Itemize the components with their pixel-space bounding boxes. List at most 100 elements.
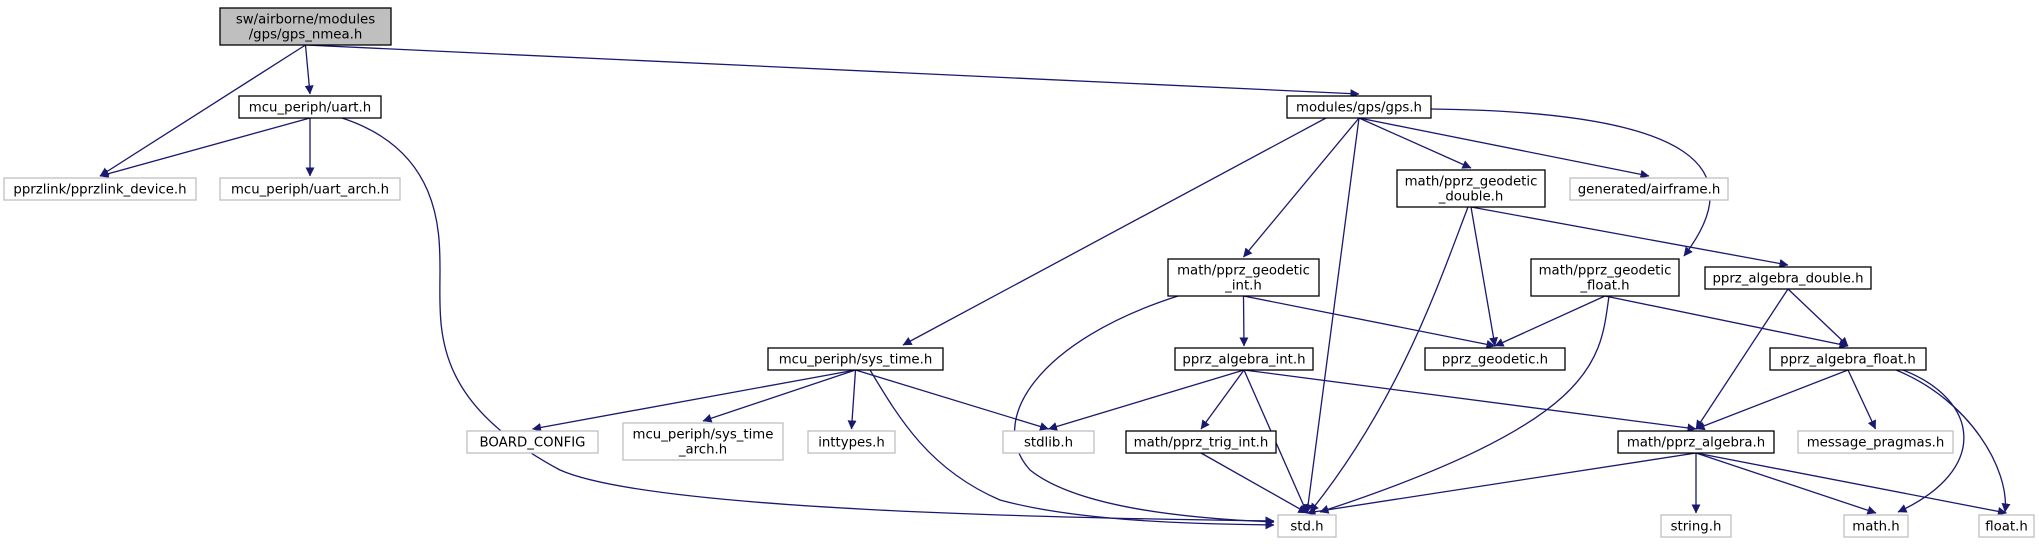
edge-geodetic_double-to-algebra_double bbox=[1470, 206, 1789, 268]
node-box bbox=[3, 177, 197, 201]
edge-line bbox=[1200, 452, 1308, 514]
node-label: modules/gps/gps.h bbox=[1296, 101, 1422, 116]
edge-line bbox=[902, 117, 1327, 346]
node-label: math.h bbox=[1852, 520, 1899, 535]
node-algebra-double[interactable]: pprz_algebra_double.h bbox=[1704, 266, 1872, 290]
edge-algebra_float-to-math bbox=[1897, 369, 1965, 513]
node-box bbox=[1286, 95, 1432, 119]
edge-line bbox=[1306, 452, 1697, 517]
node-box bbox=[466, 430, 599, 454]
node-label: /gps/gps_nmea.h bbox=[249, 28, 363, 43]
edge-sys_time-to-stdlib bbox=[855, 369, 1049, 431]
edge-line bbox=[99, 117, 311, 179]
edge-line bbox=[1013, 295, 1275, 527]
edge-sys_time-to-std bbox=[869, 369, 1275, 530]
edge-geodetic_int-to-algebra_int bbox=[1239, 295, 1249, 347]
edge-line bbox=[1470, 206, 1789, 268]
edge-algebra_int-to-trig_int bbox=[1200, 369, 1245, 430]
node-label: pprz_algebra_double.h bbox=[1712, 272, 1863, 287]
edge-line bbox=[532, 369, 856, 432]
edge-algebra_float-to-pprz_algebra bbox=[1695, 369, 1849, 431]
edge-gps-to-geodetic_float bbox=[1430, 108, 1711, 257]
node-label: mcu_periph/sys_time bbox=[633, 428, 774, 443]
node-label: mcu_periph/sys_time.h bbox=[779, 353, 933, 368]
edge-gps-to-airframe bbox=[1358, 117, 1650, 179]
node-label: _double.h bbox=[1438, 190, 1504, 205]
node-label: math/pprz_trig_int.h bbox=[1134, 436, 1269, 451]
edge-line bbox=[1604, 295, 1849, 349]
node-box bbox=[1424, 347, 1566, 371]
edge-gps-to-std bbox=[1303, 117, 1360, 514]
edge-gps-to-sys_time bbox=[902, 117, 1327, 346]
node-geodetic-int[interactable]: math/pprz_geodetic_int.h bbox=[1167, 258, 1320, 297]
node-box bbox=[1167, 258, 1320, 297]
edge-pprz_algebra-to-std bbox=[1306, 452, 1697, 517]
node-box bbox=[1277, 514, 1337, 538]
node-label: message_pragmas.h bbox=[1807, 436, 1945, 451]
node-box bbox=[622, 422, 784, 461]
node-pprz-algebra[interactable]: math/pprz_algebra.h bbox=[1617, 430, 1775, 454]
node-box bbox=[1125, 430, 1277, 454]
edge-gps_nmea-to-gps bbox=[305, 44, 1360, 99]
node-trig-int[interactable]: math/pprz_trig_int.h bbox=[1125, 430, 1277, 454]
edge-geodetic_float-to-algebra_float bbox=[1604, 295, 1849, 349]
edge-geodetic_int-to-std bbox=[1013, 295, 1275, 527]
node-box bbox=[1396, 169, 1546, 208]
node-label: _float.h bbox=[1579, 279, 1629, 294]
edge-algebra_int-to-stdlib bbox=[1048, 369, 1245, 431]
node-label: float.h bbox=[1985, 520, 2028, 535]
node-box bbox=[1978, 514, 2035, 538]
node-gps[interactable]: modules/gps/gps.h bbox=[1286, 95, 1432, 119]
node-pprzlink-device: pprzlink/pprzlink_device.h bbox=[3, 177, 197, 201]
node-box bbox=[1769, 347, 1927, 371]
node-box bbox=[1174, 347, 1314, 371]
node-box bbox=[1002, 430, 1095, 454]
node-box bbox=[219, 177, 401, 201]
edge-uart-to-std bbox=[341, 117, 1275, 526]
edge-line bbox=[1319, 295, 1610, 514]
node-label: math/pprz_algebra.h bbox=[1627, 436, 1765, 451]
edge-line bbox=[1695, 288, 1789, 430]
node-box bbox=[1797, 430, 1954, 454]
node-sys-time-arch: mcu_periph/sys_time_arch.h bbox=[622, 422, 784, 461]
node-box bbox=[1704, 266, 1872, 290]
edge-gps-to-geodetic_int bbox=[1243, 117, 1360, 258]
node-math: math.h bbox=[1843, 514, 1909, 538]
node-box bbox=[1660, 514, 1732, 538]
edge-gps-to-geodetic_double bbox=[1358, 117, 1472, 169]
edge-geodetic_float-to-pprz_geodetic bbox=[1494, 295, 1606, 347]
node-geodetic-float[interactable]: math/pprz_geodetic_float.h bbox=[1530, 258, 1680, 297]
edge-line bbox=[305, 44, 1360, 99]
node-box bbox=[1530, 258, 1680, 297]
node-float: float.h bbox=[1978, 514, 2035, 538]
node-sys-time[interactable]: mcu_periph/sys_time.h bbox=[767, 347, 944, 371]
node-gps-nmea[interactable]: sw/airborne/modules/gps/gps_nmea.h bbox=[219, 7, 392, 46]
edge-line bbox=[1239, 295, 1249, 347]
edge-line bbox=[1243, 369, 1697, 433]
edge-line bbox=[1430, 108, 1711, 257]
edge-line bbox=[1048, 369, 1245, 431]
node-uart-arch: mcu_periph/uart_arch.h bbox=[219, 177, 401, 201]
node-label: stdlib.h bbox=[1024, 436, 1073, 451]
node-algebra-int[interactable]: pprz_algebra_int.h bbox=[1174, 347, 1314, 371]
node-label: std.h bbox=[1290, 520, 1323, 535]
edge-line bbox=[1895, 369, 2011, 513]
node-geodetic-double[interactable]: math/pprz_geodetic_double.h bbox=[1396, 169, 1546, 208]
edge-line bbox=[1847, 369, 1877, 430]
node-algebra-float[interactable]: pprz_algebra_float.h bbox=[1769, 347, 1927, 371]
node-label: pprz_algebra_int.h bbox=[1182, 353, 1305, 368]
node-pprz-geodetic[interactable]: pprz_geodetic.h bbox=[1424, 347, 1566, 371]
edge-pprz_algebra-to-math bbox=[1695, 452, 1877, 515]
edge-line bbox=[1200, 369, 1245, 430]
node-label: inttypes.h bbox=[818, 436, 885, 451]
node-label: BOARD_CONFIG bbox=[480, 436, 586, 451]
edge-geodetic_double-to-pprz_geodetic bbox=[1470, 206, 1498, 347]
edge-line bbox=[304, 44, 314, 95]
edge-line bbox=[1358, 117, 1650, 179]
edge-pprz_algebra-to-float bbox=[1695, 452, 2007, 516]
node-stdlib: stdlib.h bbox=[1002, 430, 1095, 454]
edge-line bbox=[1243, 117, 1360, 258]
node-uart[interactable]: mcu_periph/uart.h bbox=[238, 95, 382, 119]
edge-line bbox=[1470, 206, 1498, 347]
